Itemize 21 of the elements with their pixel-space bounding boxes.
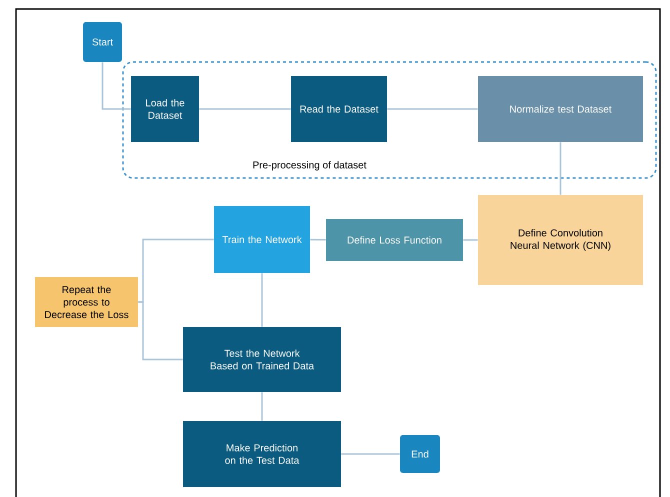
connector-line: [261, 273, 263, 327]
connector-line: [341, 453, 400, 455]
note-box: Repeat the process to Decrease the Loss: [35, 277, 138, 327]
process-box: Normalize test Dataset: [478, 76, 643, 142]
process-box: Define Loss Function: [326, 219, 463, 261]
start-box: Start: [83, 22, 122, 62]
connector-line: [310, 238, 326, 240]
connector-line: [560, 142, 562, 195]
process-box: Read the Dataset: [291, 76, 387, 142]
process-box: Define Convolution Neural Network (CNN): [478, 195, 643, 285]
process-box: Load the Dataset: [131, 76, 199, 142]
end-box: End: [400, 434, 440, 473]
connector-line: [387, 108, 478, 110]
connector-line: [463, 239, 478, 241]
process-box: Train the Network: [214, 206, 310, 273]
process-box: Make Prediction on the Test Data: [183, 420, 341, 487]
connector-line: [138, 301, 183, 360]
connector-line: [261, 392, 263, 421]
connector-line: [199, 108, 291, 110]
connector-line: [102, 62, 131, 110]
process-box: Test the Network Based on Trained Data: [183, 326, 341, 392]
